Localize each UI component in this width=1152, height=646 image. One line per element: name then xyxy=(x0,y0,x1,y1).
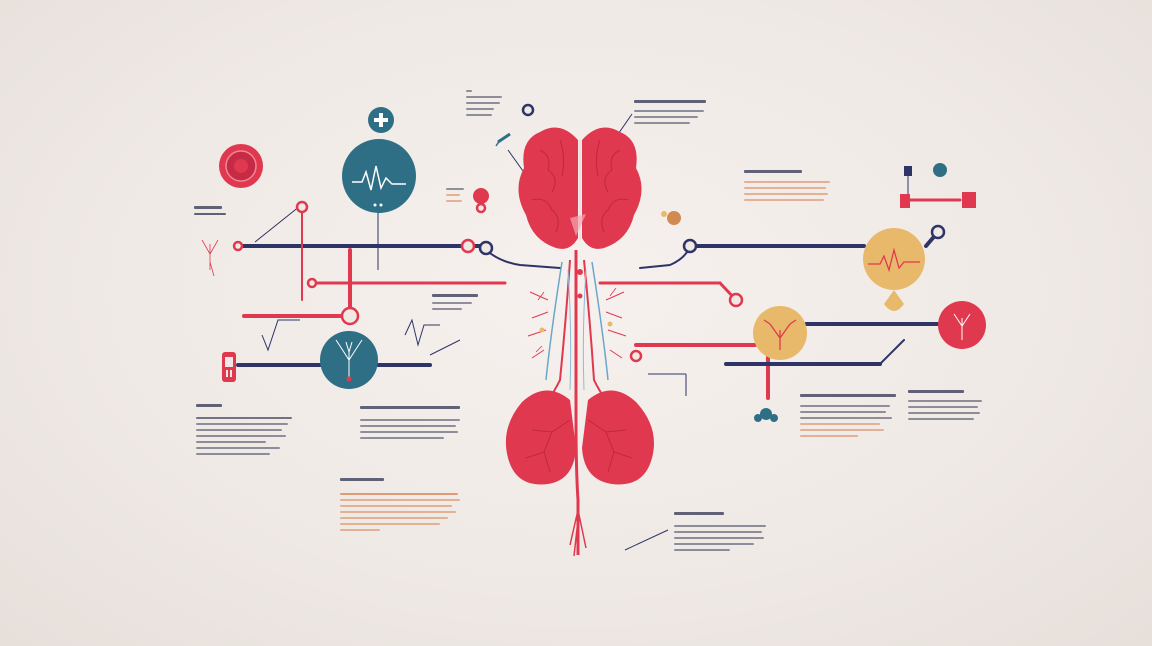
heartbeat-icon-sand xyxy=(863,228,925,311)
lungs-icon xyxy=(505,390,654,485)
text-block-right-lower xyxy=(800,394,896,441)
tree-glyph-icon xyxy=(201,239,617,353)
text-block-left xyxy=(196,404,296,459)
text-block-center-left xyxy=(360,406,464,443)
syringe-icon xyxy=(495,132,511,147)
vascular-spine xyxy=(527,250,627,557)
brain-icon xyxy=(518,127,642,249)
text-block-far-right xyxy=(908,390,988,424)
blood-cell-icon xyxy=(219,144,263,188)
branch-icon-sand xyxy=(753,306,807,360)
text-block-far-left xyxy=(194,206,230,219)
heartbeat-icon xyxy=(342,139,416,213)
text-block-bottom-right xyxy=(674,512,770,555)
pipe-icon xyxy=(900,163,976,208)
nerve-icon-red xyxy=(938,301,986,349)
molecule-icon xyxy=(754,408,778,422)
nerve-cell-icon xyxy=(320,331,378,389)
text-block-small-label xyxy=(446,188,468,206)
monitor-icon xyxy=(222,352,236,382)
plus-icon xyxy=(368,107,394,133)
text-block-orange xyxy=(340,478,462,535)
text-block-top-right-of-brain xyxy=(634,100,714,128)
text-block-right-upper xyxy=(744,170,836,205)
connector-nodes xyxy=(232,103,946,363)
text-block-top-left-of-brain xyxy=(466,90,506,120)
connector-lines xyxy=(236,198,962,400)
text-block-mid-left xyxy=(432,294,482,314)
